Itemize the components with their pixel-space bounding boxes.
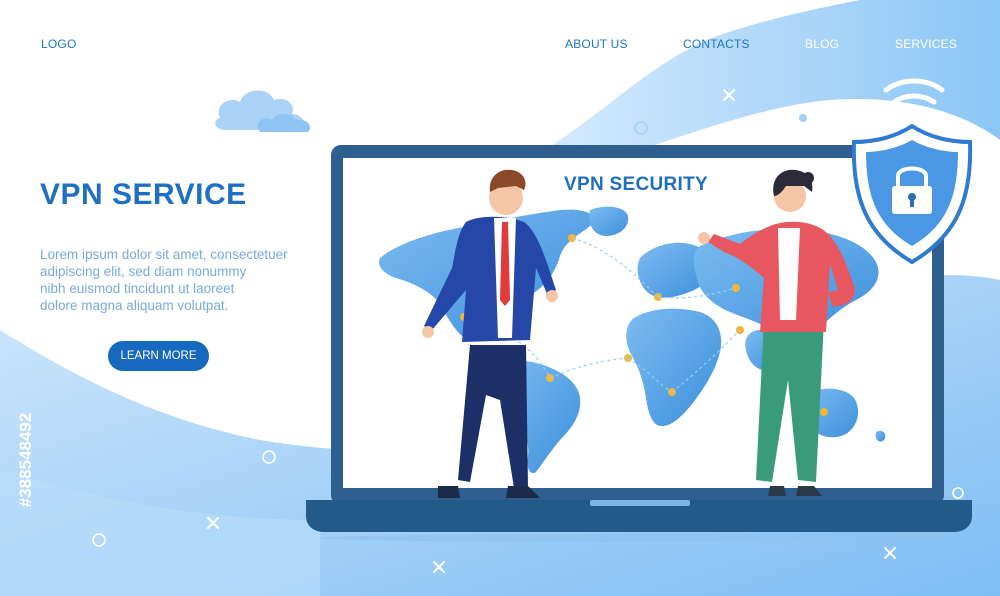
hero-description-line: nibh euismod tincidunt ut laoreet bbox=[40, 281, 235, 296]
top-right-wave bbox=[520, 0, 1000, 167]
watermark-id: #388548492 bbox=[16, 413, 35, 508]
hero-description-line: adipiscing elit, sed diam nonummy bbox=[40, 264, 247, 279]
hero-title: VPN SERVICE bbox=[40, 178, 247, 211]
learn-more-button[interactable]: LEARN MORE bbox=[108, 341, 209, 371]
nav-link-about-us[interactable]: ABOUT US bbox=[565, 37, 628, 51]
wifi-icon bbox=[883, 78, 945, 117]
hero-description: Lorem ipsum dolor sit amet, consectetuer… bbox=[40, 246, 340, 314]
woman-figure bbox=[698, 169, 855, 496]
gear-icon bbox=[788, 103, 818, 133]
nav-link-blog[interactable]: BLOG bbox=[805, 37, 840, 51]
nav-link-contacts[interactable]: CONTACTS bbox=[683, 37, 750, 51]
hero-description-line: dolore magna aliquam volutpat. bbox=[40, 298, 229, 313]
man-figure bbox=[422, 169, 558, 498]
laptop-base bbox=[306, 500, 972, 532]
shield-lock-icon bbox=[851, 123, 973, 265]
watermark-id-text: #388548492 bbox=[16, 413, 35, 508]
screen-title: VPN SECURITY bbox=[564, 174, 709, 195]
sparkle-icon bbox=[207, 89, 896, 573]
cloud-icon bbox=[215, 90, 311, 132]
logo-link[interactable]: LOGO bbox=[41, 37, 77, 51]
nav-link-services[interactable]: SERVICES bbox=[895, 37, 958, 51]
hero-description-line: Lorem ipsum dolor sit amet, consectetuer bbox=[40, 247, 288, 262]
connection-lines bbox=[463, 237, 741, 393]
